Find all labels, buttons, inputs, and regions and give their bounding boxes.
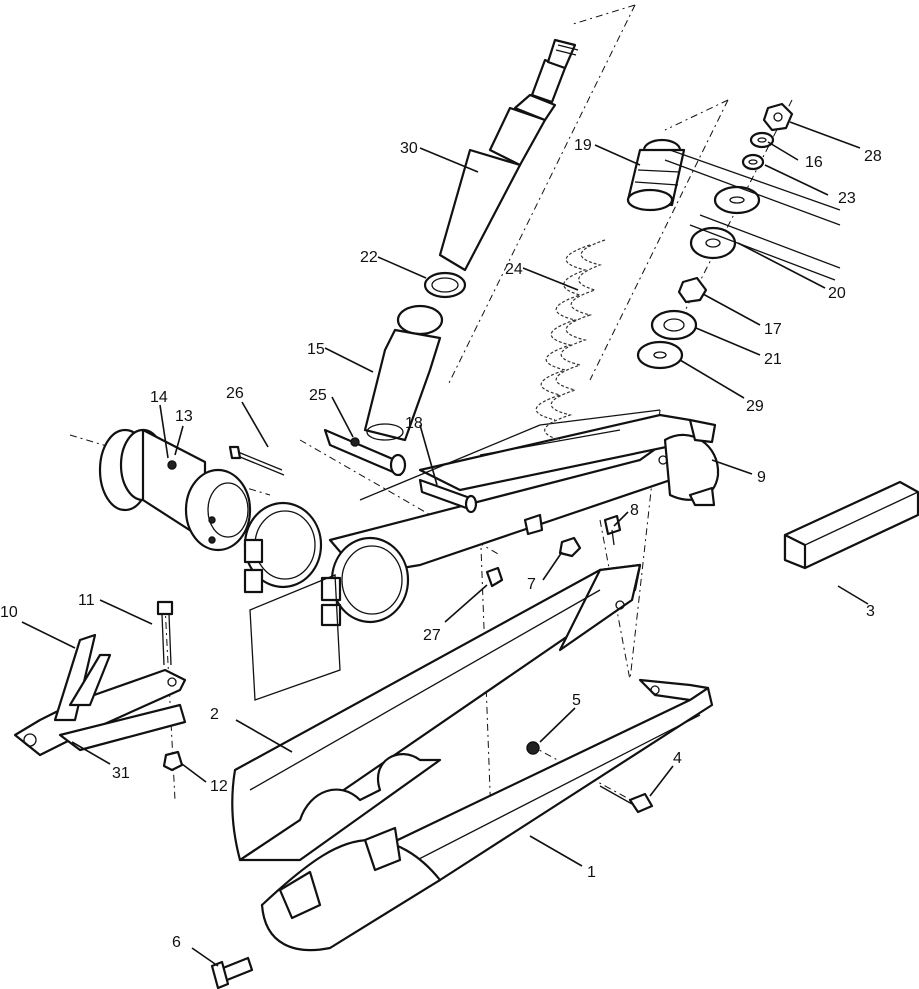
callout-1: 1 — [587, 864, 596, 881]
callout-18: 18 — [405, 415, 423, 432]
part-1-lower-rail — [260, 678, 714, 952]
callout-5: 5 — [572, 692, 581, 709]
callout-8: 8 — [630, 502, 639, 519]
callout-28: 28 — [864, 148, 882, 165]
part-8-bolt — [603, 514, 622, 546]
callout-16: 16 — [805, 154, 823, 171]
callout-10: 10 — [0, 604, 18, 621]
part-11-bolt — [156, 600, 174, 666]
callout-30: 30 — [400, 140, 418, 157]
part-7-nut — [558, 536, 582, 558]
part-14-grease-fitting — [167, 460, 177, 470]
part-20-bushings — [689, 185, 761, 260]
part-23-washer — [741, 153, 765, 171]
callout-17: 17 — [764, 321, 782, 338]
upper-mount-bar — [664, 149, 841, 281]
callout-9: 9 — [757, 469, 766, 486]
callout-26: 26 — [226, 385, 244, 402]
callout-12: 12 — [210, 778, 228, 795]
part-5-nut — [526, 741, 540, 755]
callout-4: 4 — [673, 750, 682, 767]
part-12-nut — [162, 750, 184, 772]
part-19-spring-cap — [626, 138, 686, 212]
part-24-spring — [535, 239, 606, 441]
callout-labels: 1 2 3 4 5 6 7 8 9 10 11 12 13 14 15 16 1… — [0, 137, 882, 951]
part-18-shaft — [418, 478, 478, 514]
part-27-nut — [485, 566, 504, 588]
callout-23: 23 — [838, 190, 856, 207]
callout-3: 3 — [866, 603, 875, 620]
callout-13: 13 — [175, 408, 193, 425]
callout-22: 22 — [360, 249, 378, 266]
part-3-square-tube — [783, 480, 919, 570]
part-28-nut — [762, 102, 794, 132]
part-30-shock-absorber — [438, 38, 579, 272]
part-6-bolt — [210, 956, 254, 989]
part-9-arm-frame — [328, 409, 720, 577]
part-15-damper — [363, 304, 444, 442]
callout-27: 27 — [423, 627, 441, 644]
callout-31: 31 — [112, 765, 130, 782]
callout-15: 15 — [307, 341, 325, 358]
callout-20: 20 — [828, 285, 846, 302]
callout-29: 29 — [746, 398, 764, 415]
callout-25: 25 — [309, 387, 327, 404]
leader-lines — [21, 121, 869, 967]
callout-14: 14 — [150, 389, 168, 406]
part-21-plate — [650, 309, 698, 341]
part-10-bracket — [13, 633, 187, 757]
callout-7: 7 — [527, 576, 536, 593]
part-22-ring — [423, 271, 467, 299]
callout-19: 19 — [574, 137, 592, 154]
part-13-hub-cylinder — [98, 428, 252, 552]
gasket-plate — [249, 574, 341, 701]
part-2-upper-rail — [231, 563, 642, 862]
part-4-bolt — [599, 785, 654, 814]
part-17-nut — [677, 276, 708, 304]
part-26-long-bolt — [228, 445, 285, 476]
callout-11: 11 — [78, 592, 95, 609]
part-29-washer — [636, 340, 684, 370]
clamp-rings — [243, 501, 410, 627]
part-16-washer — [749, 131, 775, 149]
part-25-shaft — [323, 428, 407, 477]
callout-24: 24 — [505, 261, 523, 278]
callout-2: 2 — [210, 706, 219, 723]
callout-21: 21 — [764, 351, 782, 368]
callout-6: 6 — [172, 934, 181, 951]
